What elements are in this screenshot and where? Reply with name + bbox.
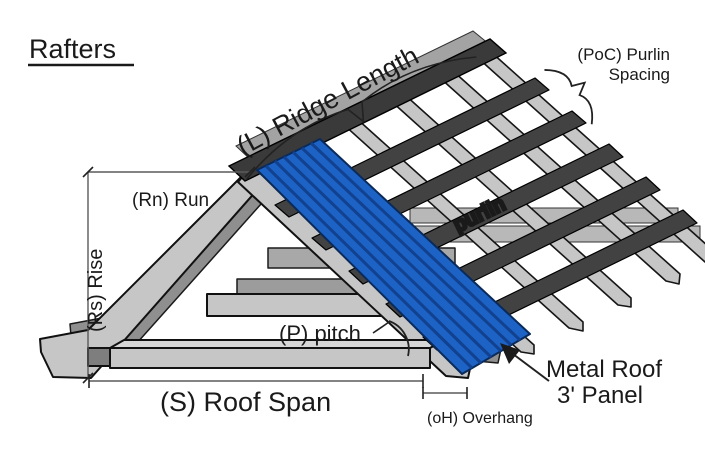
metal-roof-panel [256, 138, 531, 375]
pitch-angle-arc [388, 320, 410, 357]
metal-roof-label-line2: 3' Panel [557, 382, 643, 409]
purlin-spacing-brace [544, 69, 594, 125]
dimension-ticks [82, 166, 468, 399]
panel-ribs [264, 141, 522, 370]
bottom-chord-top-face [109, 339, 445, 349]
overhang-label: (oH) Overhang [427, 410, 533, 427]
front-left-rafter [39, 165, 266, 379]
rise-label: (Rs) Rise [85, 249, 107, 332]
panel-arrow-line [512, 353, 550, 382]
ridge-length-brace [246, 56, 477, 180]
purlin-spacing-label-line1: (PoC) Purlin [577, 45, 670, 64]
panel-arrow-head [500, 343, 520, 364]
bottom-chord [109, 347, 431, 369]
page-title: Rafters [29, 34, 116, 64]
roof-span-label: (S) Roof Span [160, 387, 331, 417]
purlin-spacing-label-line2: Spacing [609, 65, 670, 84]
run-label: (Rn) Run [132, 190, 209, 211]
metal-roof-label-line1: Metal Roof [546, 356, 662, 383]
plate-end-block [87, 347, 111, 367]
ridge-beam [227, 38, 508, 182]
pitch-connector [372, 321, 390, 334]
pitch-label: (P) pitch [279, 321, 361, 346]
dimension-lines [87, 171, 467, 394]
